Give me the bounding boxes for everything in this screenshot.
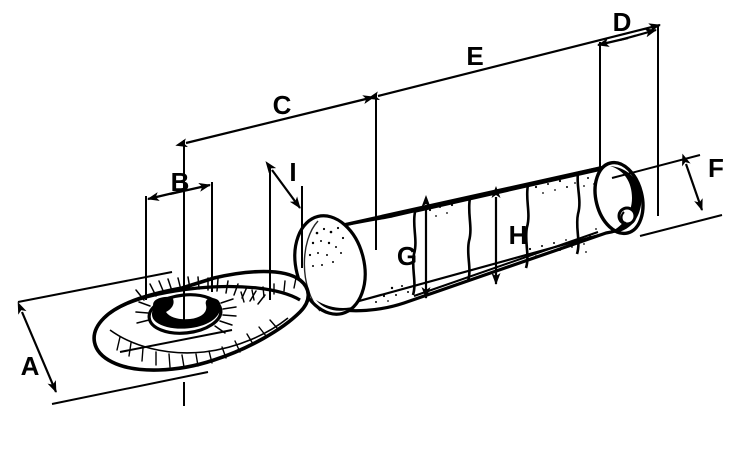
dimension-F: F (611, 153, 724, 237)
thread-band-1 (411, 211, 417, 296)
thread-band-2 (466, 197, 472, 282)
dimension-G: G (397, 195, 431, 299)
eye-seam-lower (109, 317, 289, 354)
dimD-arrow-right (619, 28, 657, 42)
dimF-arrow (682, 153, 704, 211)
dimension-E: E (367, 23, 661, 101)
dimC-arrow (175, 95, 375, 148)
thread-inner-top (413, 169, 601, 213)
neck-hatching (240, 277, 297, 303)
eye-lower-chord (119, 329, 233, 353)
dimA-ext-bottom (51, 371, 209, 405)
thread-band-4 (575, 172, 581, 255)
dimE-arrow (367, 23, 661, 101)
collar-stipple (308, 226, 345, 267)
dimension-I: I (265, 157, 303, 300)
dimI-arrow (265, 161, 301, 209)
dimension-label-B: B (171, 167, 190, 197)
dimension-D: D (597, 7, 659, 216)
shank-stipple-lower (375, 228, 597, 303)
eye-bolt-body (92, 160, 645, 372)
eye-hatching-bore-right (214, 298, 237, 334)
dimension-H: H (491, 186, 528, 285)
shank-top-edge (310, 166, 602, 234)
dimF-ext-bottom (639, 214, 723, 237)
dimension-label-D: D (613, 7, 632, 37)
dimB-arrow-right (169, 183, 211, 196)
eye-hatching-bore-left (135, 301, 151, 324)
dimension-label-G: G (397, 241, 417, 271)
dimension-label-A: A (21, 351, 40, 381)
dimA-arrow (17, 301, 58, 393)
collar-undercut (316, 300, 356, 311)
shoulder-collar (293, 214, 367, 316)
thread-inner-bottom (413, 231, 599, 297)
end-pin-detail (617, 206, 637, 226)
dimension-label-E: E (466, 41, 483, 71)
dimension-label-I: I (289, 157, 296, 187)
dimension-label-C: C (273, 90, 292, 120)
eye-upper-rim (102, 284, 301, 320)
collar-shade-arc (303, 220, 321, 312)
dimension-label-F: F (708, 153, 724, 183)
dimension-label-H: H (509, 220, 528, 250)
eye-bore-shadow (151, 296, 221, 329)
